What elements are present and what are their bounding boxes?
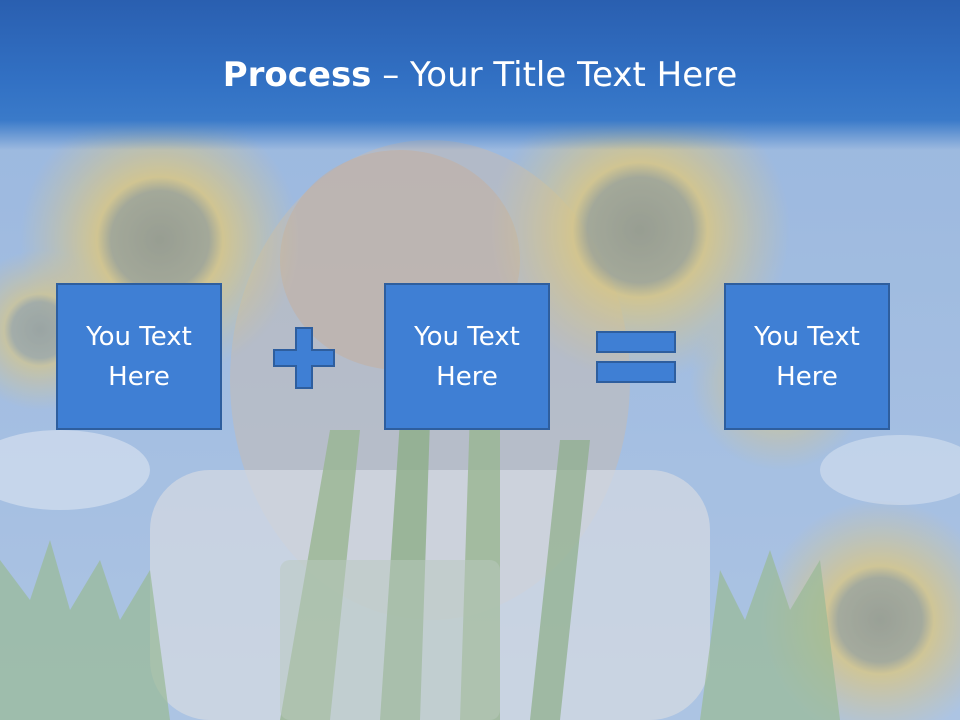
process-box-2[interactable]: You Text Here: [384, 283, 550, 430]
title-bold: Process: [222, 55, 372, 95]
title-rest: – Your Title Text Here: [371, 55, 738, 95]
process-box-2-text: You Text Here: [414, 321, 520, 392]
slide-title: Process – Your Title Text Here: [0, 52, 960, 98]
process-box-1[interactable]: You Text Here: [56, 283, 222, 430]
plus-icon: [273, 327, 335, 389]
title-bar: [0, 0, 960, 150]
process-box-3[interactable]: You Text Here: [724, 283, 890, 430]
process-box-1-text: You Text Here: [86, 321, 192, 392]
process-box-3-text: You Text Here: [754, 321, 860, 392]
equals-icon: [596, 331, 676, 383]
